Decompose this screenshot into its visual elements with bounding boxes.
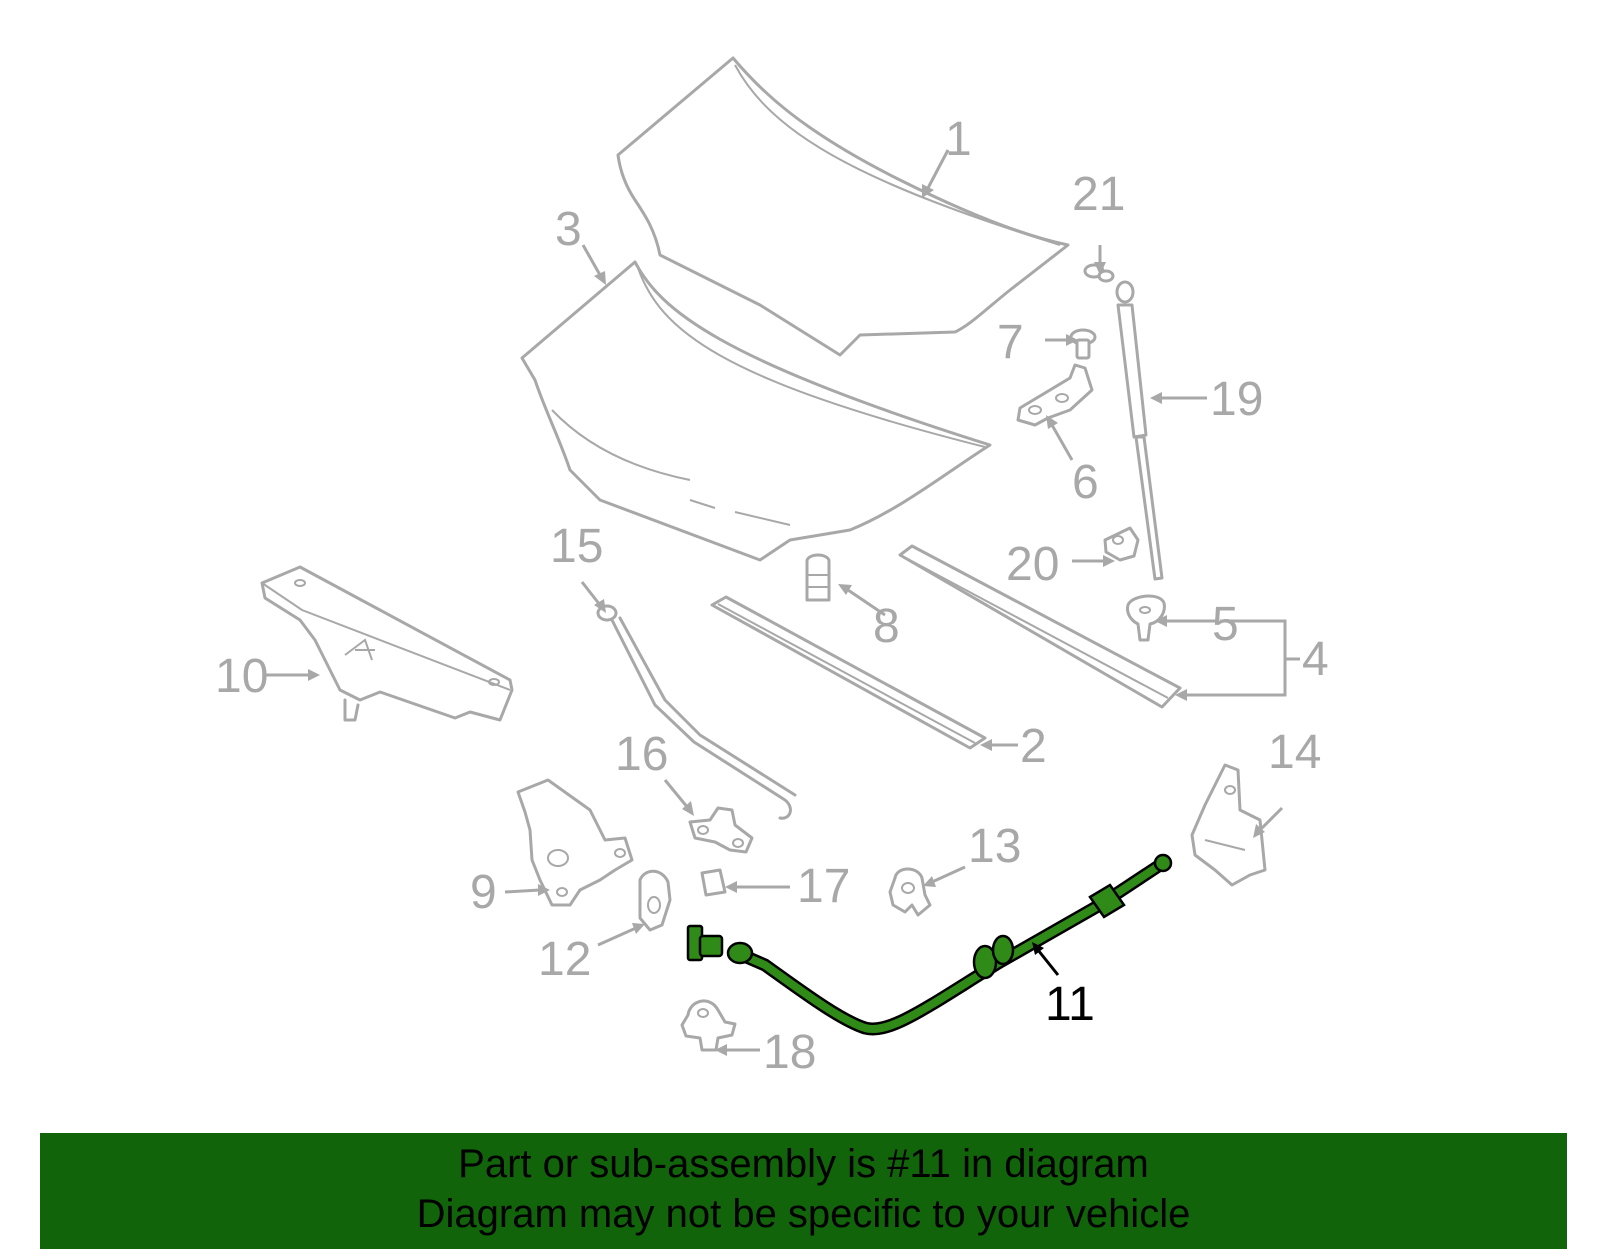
callout-13: 13 <box>968 820 1021 873</box>
part-6-bracket[interactable] <box>1016 363 1094 427</box>
part-17-bumper[interactable] <box>700 868 727 897</box>
callout-20: 20 <box>1006 538 1059 591</box>
callout-15: 15 <box>550 520 603 573</box>
part-3-hood-inner[interactable] <box>520 260 992 562</box>
part-21-bolt[interactable] <box>1083 263 1115 283</box>
part-15-prop-rod[interactable] <box>596 604 797 820</box>
callout-11: 11 <box>1045 978 1095 1031</box>
part-12-bumper[interactable] <box>638 869 672 932</box>
callout-6: 6 <box>1072 456 1099 509</box>
callout-5: 5 <box>1212 598 1239 651</box>
part-14-striker[interactable] <box>1190 763 1267 887</box>
callout-19: 19 <box>1210 373 1263 426</box>
part-8-bumper[interactable] <box>805 553 831 602</box>
banner-line-1: Part or sub-assembly is #11 in diagram <box>458 1142 1149 1186</box>
callout-4: 4 <box>1302 633 1329 686</box>
part-19-strut[interactable] <box>1115 280 1164 581</box>
callout-18: 18 <box>763 1026 816 1079</box>
part-10-support[interactable] <box>260 565 514 722</box>
part-18-handle[interactable] <box>680 999 737 1052</box>
callout-17: 17 <box>797 860 850 913</box>
part-20-bracket[interactable] <box>1103 526 1140 562</box>
info-banner: Part or sub-assembly is #11 in diagram D… <box>40 1133 1567 1249</box>
banner-line-2: Diagram may not be specific to your vehi… <box>416 1192 1191 1236</box>
part-4-weatherstrip[interactable] <box>898 544 1182 709</box>
callout-8: 8 <box>873 600 900 653</box>
part-11-release-cable[interactable] <box>686 853 1173 1036</box>
callout-7: 7 <box>997 316 1024 369</box>
callout-16: 16 <box>615 728 668 781</box>
callout-1: 1 <box>945 113 972 166</box>
callout-12: 12 <box>538 933 591 986</box>
leader-lines <box>265 149 1300 1056</box>
part-16-clamp[interactable] <box>688 806 754 854</box>
callout-21: 21 <box>1072 168 1125 221</box>
callout-2: 2 <box>1020 720 1047 773</box>
part-13-clip[interactable] <box>888 867 932 917</box>
part-2-weatherstrip[interactable] <box>710 595 987 750</box>
part-9-latch[interactable] <box>516 778 634 907</box>
part-1-hood[interactable] <box>616 56 1070 357</box>
callout-labels: 1 21 3 7 19 6 15 20 8 5 4 10 2 16 14 13 … <box>215 113 1329 1079</box>
callout-14: 14 <box>1268 726 1321 779</box>
part-5-clip[interactable] <box>1126 594 1166 642</box>
callout-10: 10 <box>215 650 268 703</box>
callout-9: 9 <box>470 866 497 919</box>
callout-3: 3 <box>555 203 582 256</box>
part-7-clip[interactable] <box>1069 328 1097 360</box>
